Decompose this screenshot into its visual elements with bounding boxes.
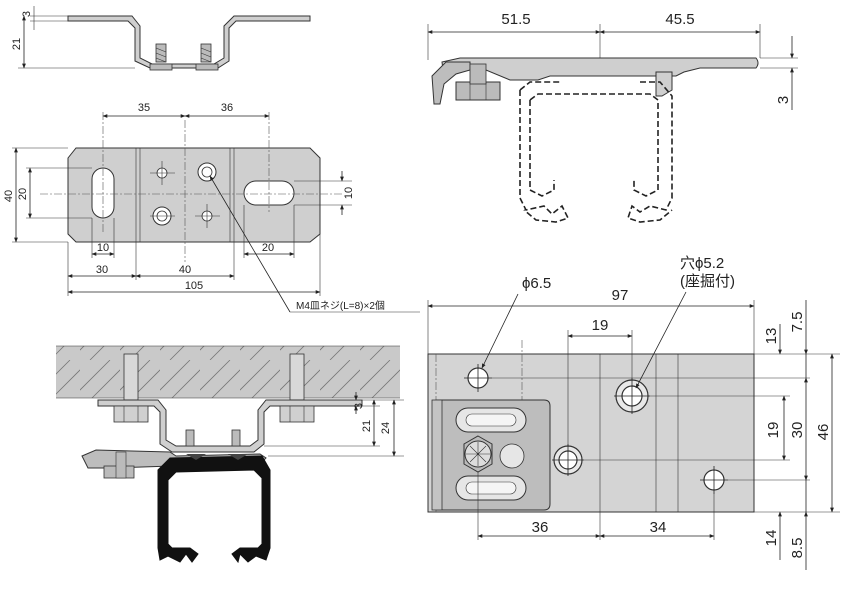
label-hole-phi-6-5: ϕ6.5 — [522, 275, 551, 292]
bolt-left — [123, 353, 139, 401]
dim-mounted-3: 3 — [353, 403, 365, 409]
dim-plan-35: 35 — [138, 102, 150, 114]
ceiling — [56, 346, 400, 398]
dim-section-45-5: 45.5 — [665, 11, 694, 28]
plan-plate — [67, 147, 321, 243]
dim-detail-19-right: 19 — [765, 422, 782, 439]
dim-plan-20-left: 20 — [17, 188, 29, 200]
dim-plan-36: 36 — [221, 102, 233, 114]
dim-mounted-24: 24 — [380, 422, 392, 434]
label-counterbore: (座掘付) — [680, 273, 735, 290]
dim-plan-105: 105 — [185, 280, 203, 292]
plan-view-bracket: 35 36 40 20 10 10 20 30 40 105 — [3, 102, 420, 313]
section-nut — [455, 81, 501, 101]
dim-detail-30: 30 — [789, 422, 806, 439]
dim-side-21: 21 — [11, 38, 23, 50]
dim-detail-36: 36 — [532, 519, 549, 536]
section-top-plate — [441, 57, 759, 81]
dim-mounted-21: 21 — [361, 420, 373, 432]
mounted-view: 3 21 24 — [56, 345, 404, 564]
dim-section-51-5: 51.5 — [501, 11, 530, 28]
screw-right — [195, 43, 219, 71]
bolt-right — [289, 353, 305, 401]
dim-section-3: 3 — [775, 96, 792, 104]
detail-view: ϕ6.5 穴ϕ5.2 (座掘付) 97 19 36 34 13 7.5 — [427, 255, 840, 570]
bracket-side-profile — [67, 15, 311, 69]
dim-plan-10-right: 10 — [343, 187, 355, 199]
dim-detail-14: 14 — [763, 530, 780, 547]
dim-side-3: 3 — [21, 11, 33, 17]
dim-plan-40-left: 40 — [3, 190, 15, 202]
dim-detail-8-5: 8.5 — [789, 538, 806, 559]
dim-detail-34: 34 — [650, 519, 667, 536]
detail-hole-d — [700, 466, 728, 494]
mounted-rail — [157, 455, 271, 564]
section-view-rail: 51.5 45.5 3 — [427, 11, 798, 223]
side-view-bracket: 3 21 — [11, 6, 311, 71]
label-hole-phi-5-2: 穴ϕ5.2 — [680, 255, 724, 272]
screw-note: M4皿ネジ(L=8)×2個 — [296, 299, 385, 312]
detail-bolt — [463, 435, 493, 473]
section-rail-hidden — [519, 81, 673, 223]
screw-left — [149, 43, 173, 71]
dim-plan-20-bottom: 20 — [262, 242, 274, 254]
dim-plan-10-bottom: 10 — [97, 242, 109, 254]
detail-hole-c — [552, 444, 584, 476]
nut-right — [279, 405, 315, 423]
dim-detail-46: 46 — [815, 424, 832, 441]
detail-hole-b — [614, 378, 650, 414]
dim-detail-7-5: 7.5 — [789, 312, 806, 333]
dim-plan-40-bottom: 40 — [179, 264, 191, 276]
dim-detail-13: 13 — [763, 328, 780, 345]
dim-detail-19-top: 19 — [592, 317, 609, 334]
nut-left — [113, 405, 149, 423]
dim-plan-30: 30 — [96, 264, 108, 276]
dim-detail-97: 97 — [612, 287, 629, 304]
section-clamp — [431, 61, 471, 105]
detail-hole-a — [464, 364, 492, 392]
